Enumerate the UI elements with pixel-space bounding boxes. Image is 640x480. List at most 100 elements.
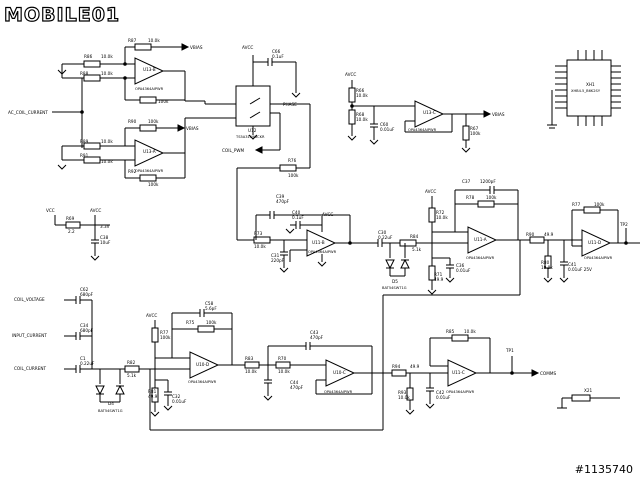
signal-avcc-e: AVCC <box>90 208 101 213</box>
label-c1-value: 0.22uF <box>80 361 95 366</box>
resistor-r66 <box>348 87 356 103</box>
label-u11c: U11-C <box>452 370 465 375</box>
resistor-r83 <box>244 361 260 369</box>
image-id-watermark: #1135740 <box>574 463 633 476</box>
label-r90b-value: 49.9 <box>544 232 554 237</box>
label-c41-value: 0.01uF 25V <box>568 267 592 272</box>
label-r93-value: 10.0k <box>398 395 410 400</box>
label-r84: R84 <box>410 234 419 239</box>
label-c36-value: 0.01uF <box>456 268 471 273</box>
connector-xh1 <box>566 59 612 117</box>
signal-avcc-b: AVCC <box>345 72 356 77</box>
label-u11a-part: OPA4364AIPWR <box>466 256 495 260</box>
label-r84-value: 5.1k <box>412 247 422 252</box>
label-r92: R92 <box>128 169 137 174</box>
resistor-r82 <box>124 365 140 373</box>
label-u11b-part: OPA4364AIPWR <box>308 250 337 254</box>
label-r76: R76 <box>288 158 297 163</box>
label-r93: R93 <box>398 390 407 395</box>
label-r94-value: 49.9 <box>410 364 420 369</box>
label-r75-value: 100k <box>206 320 217 325</box>
diode-d5a <box>385 259 395 270</box>
label-c40: C40 <box>292 210 301 215</box>
resistor-r78 <box>477 200 495 208</box>
switch-u12 <box>235 85 271 127</box>
label-r88: R88 <box>80 71 89 76</box>
opamp-u11d-symbol <box>581 229 612 257</box>
label-r91-value: 10.0k <box>101 159 113 164</box>
label-c38: C38 <box>100 235 109 240</box>
signal-input-current: INPUT_CURRENT <box>12 333 47 338</box>
label-r67: R67 <box>470 126 479 131</box>
label-c60: C60 <box>380 122 389 127</box>
label-c66: C66 <box>272 49 281 54</box>
label-r70: R70 <box>278 356 287 361</box>
resistor-r70 <box>275 361 291 369</box>
resistor-r92 <box>139 174 157 182</box>
label-c37-value: 1200pF <box>480 179 496 184</box>
signal-avcc-d: AVCC <box>425 189 436 194</box>
label-r76-value: 100k <box>288 173 299 178</box>
opamp-u13b-symbol <box>134 57 165 85</box>
signal-phase: PHASE <box>283 102 297 107</box>
label-r85-value: 100k <box>158 99 169 104</box>
resistor-r69 <box>65 221 81 229</box>
label-r66: R66 <box>356 88 365 93</box>
label-x21: X21 <box>584 388 593 393</box>
resistor-r77 <box>583 206 601 214</box>
label-r82: R82 <box>127 360 136 365</box>
label-r92-value: 100k <box>148 182 159 187</box>
label-r72: R72 <box>436 210 445 215</box>
label-r75: R75 <box>186 320 195 325</box>
label-r69: R69 <box>66 216 75 221</box>
label-r77-value: 100k <box>594 202 605 207</box>
label-r91: R91 <box>80 153 89 158</box>
label-r80-value: 10.0k <box>541 265 553 270</box>
label-u10d-part: OPA4364AIPWR <box>188 380 217 384</box>
opamp-u11a-symbol <box>467 226 498 254</box>
label-u11c-part: OPA4364AIPWR <box>446 390 475 394</box>
resistor-r77b <box>151 327 159 343</box>
signal-vbias-mid: VBIAS <box>186 126 199 131</box>
label-c36: C36 <box>456 263 465 268</box>
label-r68-value: 10.0k <box>356 117 368 122</box>
label-c41: C41 <box>568 262 577 267</box>
label-c31-value: 220pF <box>271 258 285 263</box>
label-r86: R86 <box>84 54 93 59</box>
label-u11d-part: OPA4364AIPWR <box>584 256 613 260</box>
label-u11d: U11-D <box>588 240 601 245</box>
signal-comms: COMMS <box>540 371 556 376</box>
label-r80: R80 <box>541 260 550 265</box>
label-c43-value: 470pF <box>310 335 324 340</box>
label-c34: C34 <box>80 323 89 328</box>
diode-d5b <box>400 258 410 269</box>
resistor-r67 <box>462 125 470 141</box>
label-r77b: R77 <box>160 330 169 335</box>
resistor-r90b <box>529 236 545 244</box>
label-r82-value: 5.1k <box>127 373 137 378</box>
label-r86-value: 10.0k <box>101 54 113 59</box>
label-u10c-part: OPA4364AIPWR <box>324 390 353 394</box>
signal-tp2: TP2 <box>619 222 628 227</box>
label-r66-value: 10.0k <box>356 93 368 98</box>
label-c62-value: 680pF <box>80 292 94 297</box>
label-u10c: U10-C <box>333 370 346 375</box>
label-c34-value: 680pF <box>80 328 94 333</box>
signal-coil-voltage: COIL_VOLTAGE <box>14 297 45 302</box>
resistor-r73 <box>253 236 271 244</box>
label-r94: R94 <box>392 364 401 369</box>
signal-coil-pwm: COIL_PWM <box>222 148 245 153</box>
label-r85b: R85 <box>446 329 455 334</box>
label-r77b-value: 100k <box>160 335 171 340</box>
label-u13c-part: OPA4364AIPWR <box>408 128 437 132</box>
resistor-r75 <box>197 325 215 333</box>
logo-text: MOBILE01 <box>3 3 121 26</box>
signal-avcc-f: AVCC <box>146 313 157 318</box>
label-r87: R87 <box>128 38 137 43</box>
label-r68: R68 <box>356 112 365 117</box>
signal-vbias-top: VBIAS <box>190 45 203 50</box>
label-xh1: XH1 <box>586 82 595 87</box>
label-d4-part: BAT54SWT1G <box>98 409 123 413</box>
label-d5-part: BAT54SWT1G <box>382 286 407 290</box>
